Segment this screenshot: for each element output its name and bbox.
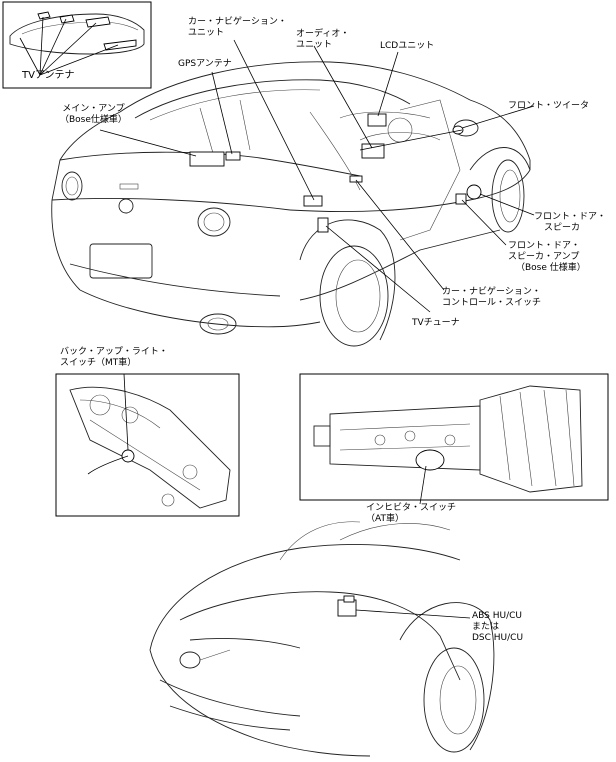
label-front-door-speaker: フロント・ドア・ スピーカ	[534, 212, 606, 234]
label-front-door-speaker-line1: フロント・ドア・	[534, 212, 607, 222]
door-amp-part	[455, 193, 467, 205]
audio-unit-part	[361, 143, 385, 159]
label-backup-light-switch: バック・アップ・ライト・ スイッチ（MT車）	[60, 347, 168, 369]
tv-antenna-leaders	[19, 16, 119, 76]
main-car-components	[189, 113, 482, 233]
label-navi-control-switch-line2: コントロール・スイッチ	[442, 298, 542, 308]
label-abs-dsc-line3: DSC HU/CU	[472, 633, 524, 643]
label-inhibitor-switch: インヒビタ・スイッチ （AT車）	[366, 503, 456, 525]
label-audio-unit-line2: ユニット	[296, 40, 333, 50]
label-tv-antenna: TVアンテナ	[22, 70, 75, 81]
label-front-door-amp-line1: フロント・ドア・	[508, 241, 581, 251]
label-front-door-amp-line3: （Bose 仕様車）	[516, 263, 586, 273]
label-backup-light-switch-line2: スイッチ（MT車）	[60, 358, 137, 368]
label-front-door-amp-line2: スピーカ・アンプ	[508, 252, 580, 262]
mt-inset-frame	[55, 373, 240, 517]
mt-transmission-drawing	[69, 373, 231, 509]
inhibitor-switch-part	[415, 449, 445, 471]
label-car-navi-unit-line2: ユニット	[188, 28, 225, 38]
main-car-leaders	[99, 39, 535, 313]
label-inhibitor-switch-line1: インヒビタ・スイッチ	[366, 503, 457, 513]
car-navi-unit-part	[303, 195, 323, 207]
door-speaker-part	[466, 184, 482, 200]
lcd-unit-part	[367, 113, 387, 127]
front-car-outline	[149, 521, 495, 757]
at-transmission-drawing	[313, 385, 583, 505]
gps-antenna-part	[225, 151, 241, 161]
label-tv-tuner: TVチューナ	[412, 318, 460, 328]
label-main-amp-line2: （Bose仕様車）	[60, 115, 127, 125]
label-lcd-unit: LCDユニット	[380, 41, 435, 51]
label-audio-unit: オーディオ・ ユニット	[296, 29, 349, 51]
label-main-amp: メイン・アンプ （Bose仕様車）	[60, 104, 127, 126]
label-navi-control-switch: カー・ナビゲーション・ コントロール・スイッチ	[442, 287, 541, 309]
tv-tuner-part	[317, 217, 329, 233]
label-abs-dsc-line2: または	[472, 622, 500, 632]
label-car-navi-unit-line1: カー・ナビゲーション・	[188, 17, 287, 27]
label-front-door-amp: フロント・ドア・ スピーカ・アンプ （Bose 仕様車）	[508, 241, 586, 274]
label-audio-unit-line1: オーディオ・	[296, 29, 350, 39]
label-gps-antenna: GPSアンテナ	[178, 59, 232, 69]
main-amp-part	[189, 151, 225, 167]
label-car-navi-unit: カー・ナビゲーション・ ユニット	[188, 17, 287, 39]
label-inhibitor-switch-line2: （AT車）	[366, 514, 404, 524]
label-backup-light-switch-line1: バック・アップ・ライト・	[60, 347, 168, 357]
label-navi-control-switch-line1: カー・ナビゲーション・	[442, 287, 541, 297]
navi-switch-part	[349, 175, 363, 183]
label-main-amp-line1: メイン・アンプ	[62, 104, 125, 114]
at-inset-frame	[299, 373, 609, 501]
tv-antenna-inset-car	[9, 11, 145, 55]
tv-antenna-inset-frame	[2, 1, 152, 89]
main-car-outline	[51, 61, 531, 347]
label-abs-dsc-line1: ABS HU/CU	[472, 611, 523, 621]
label-abs-dsc: ABS HU/CU または DSC HU/CU	[472, 611, 523, 644]
tweeter-part	[452, 125, 464, 135]
label-front-tweeter: フロント・ツイータ	[508, 101, 590, 111]
label-front-door-speaker-line2: スピーカ	[544, 223, 581, 233]
